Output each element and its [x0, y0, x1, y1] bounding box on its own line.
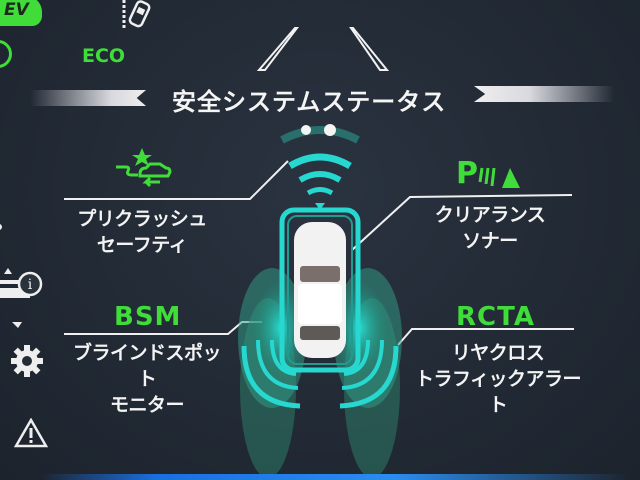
- warning-icon[interactable]: [14, 418, 48, 448]
- bsm-name-line2: モニター: [109, 394, 185, 416]
- lane-car-icon: [122, 0, 151, 30]
- ev-label: EV: [4, 0, 29, 20]
- clearance-sonar-icon: P: [456, 156, 526, 194]
- pcs-label[interactable]: プリクラッシュ セーフティ: [72, 206, 212, 258]
- title-bar-left: [30, 90, 146, 106]
- bsm-name-line1: ブラインドスポット: [72, 342, 222, 390]
- info-icon[interactable]: i: [0, 266, 44, 336]
- clearance-sonar-label[interactable]: クリアランス ソナー: [420, 202, 560, 254]
- rcta-name-line1: リヤクロス: [451, 342, 545, 364]
- page-title: 安全システムステータス: [172, 88, 447, 116]
- road-lane-icon: [256, 27, 390, 71]
- sonar-p-label: P: [456, 156, 478, 191]
- pcs-name-line2: セーフティ: [96, 234, 188, 256]
- vehicle-sensor-diagram: [238, 124, 402, 478]
- gear-icon[interactable]: [10, 344, 44, 378]
- eco-indicator: ECO: [82, 45, 126, 67]
- pcs-name-line1: プリクラッシュ: [77, 208, 207, 230]
- bottom-accent-bar: [40, 474, 630, 480]
- ev-indicator: EV: [0, 0, 42, 26]
- rcta-acronym: RCTA: [456, 302, 535, 332]
- scroll-up-indicator[interactable]: [0, 224, 2, 230]
- rcta-name-line2: トラフィックアラート: [414, 368, 582, 416]
- side-menu: i: [0, 220, 60, 460]
- ics-name-line2: ソナー: [462, 230, 518, 252]
- rcta-label[interactable]: リヤクロス トラフィックアラート: [406, 340, 590, 418]
- title-bar-right: [474, 86, 614, 102]
- svg-text:i: i: [28, 277, 33, 293]
- pre-crash-safety-icon: [116, 148, 172, 188]
- ics-name-line1: クリアランス: [434, 204, 546, 226]
- bsm-acronym: BSM: [114, 302, 182, 332]
- bsm-label[interactable]: ブラインドスポット モニター: [64, 340, 230, 418]
